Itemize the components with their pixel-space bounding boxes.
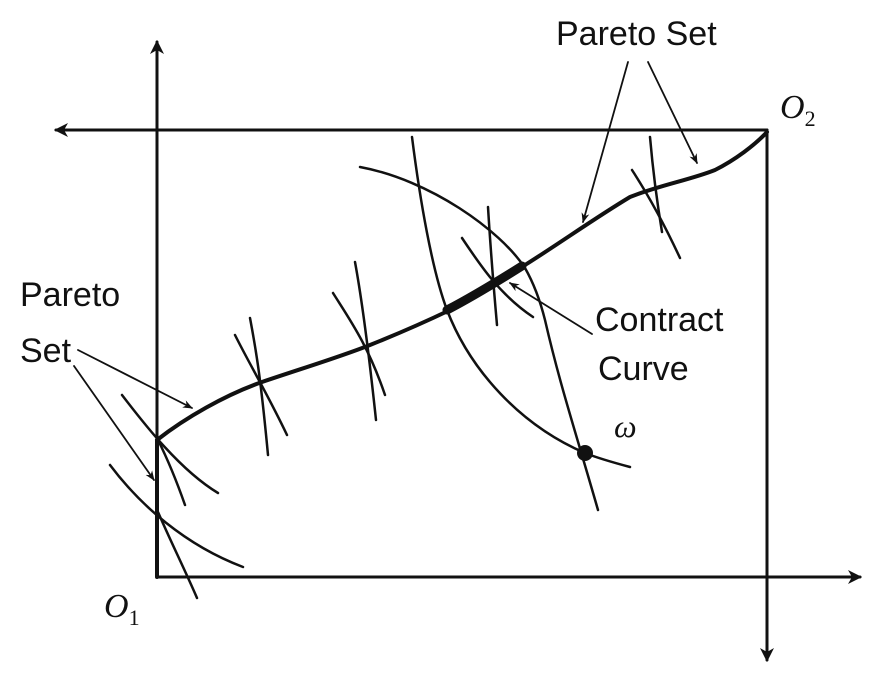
origin-1-subscript: 1 (129, 605, 140, 630)
endowment-point (577, 445, 593, 461)
contract-curve-label-line1: Contract (595, 301, 724, 339)
origin-2-subscript: 2 (805, 106, 816, 131)
origin-1-label: O1 (104, 588, 140, 630)
pareto-set-top-pointer-right (647, 61, 698, 164)
indifference-curve (108, 463, 245, 569)
indifference-curve (156, 438, 187, 507)
pareto-set-top-label: Pareto Set (556, 15, 717, 53)
pareto-set-left-pointer-axis (73, 365, 155, 481)
indifference-curve (486, 205, 499, 327)
origin-2-base: O (780, 89, 805, 126)
endowment-label: ω (614, 408, 637, 444)
indifference-curve (630, 168, 682, 260)
indifference-curve (156, 510, 199, 600)
pareto-set-top-pointer-left (581, 61, 629, 223)
contract-curve-pointer (509, 282, 593, 335)
indifference-curve (248, 316, 270, 457)
indifference-curve (120, 393, 220, 495)
origin-2-label: O2 (780, 89, 816, 131)
indifference-curve-through-endowment (410, 135, 632, 469)
indifference-curve (353, 260, 378, 422)
indifference-curve-through-endowment (358, 165, 600, 512)
contract-curve-segment (442, 261, 527, 315)
pareto-set-curve (155, 130, 769, 442)
pareto-set-left-label-line2: Set (20, 332, 72, 370)
origin-1-base: O (104, 588, 129, 625)
pareto-set-left-pointer-curve (77, 349, 193, 409)
indifference-curve (648, 135, 664, 234)
pareto-set-left-label-line1: Pareto (20, 276, 120, 314)
indifference-curve (331, 291, 387, 397)
contract-curve-label-line2: Curve (598, 350, 689, 388)
